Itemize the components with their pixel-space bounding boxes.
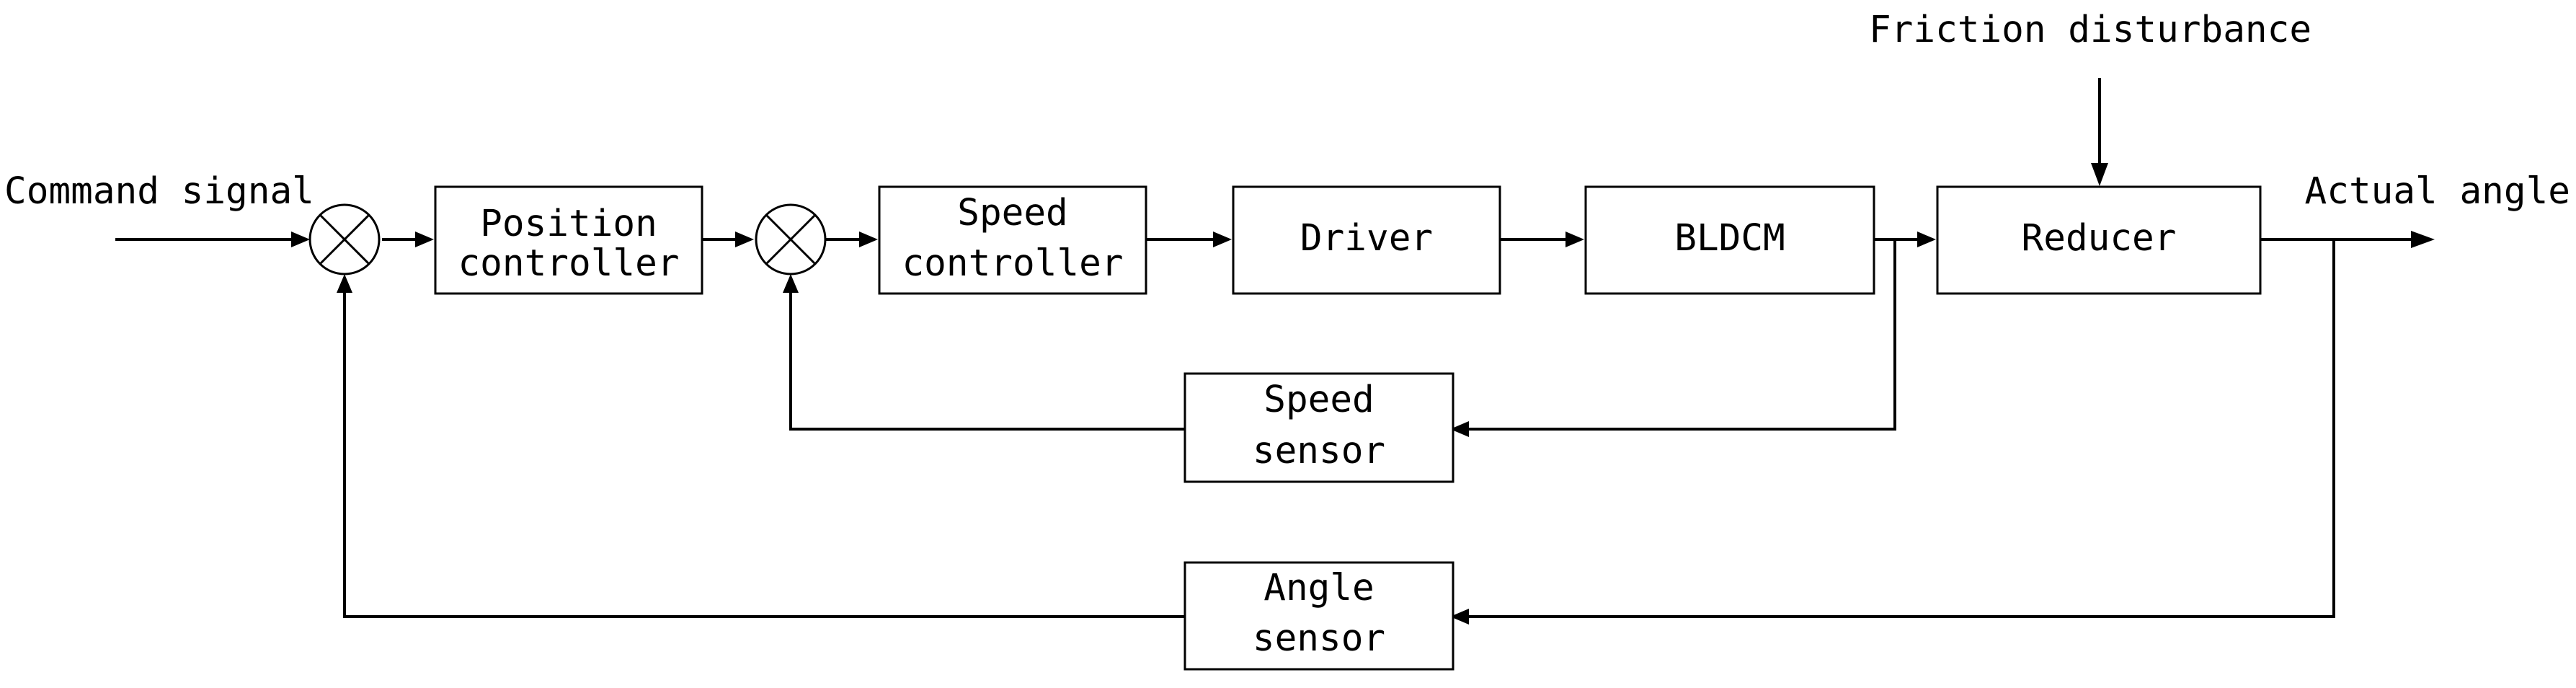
arrowhead-into-position-controller: [415, 231, 434, 247]
driver-label: Driver: [1300, 217, 1433, 260]
command-signal-label: Command signal: [4, 170, 314, 213]
arrowhead-into-bldcm: [1565, 231, 1584, 247]
wire-angle-sensor-to-sum1: [343, 290, 1185, 618]
reducer-block: Reducer: [1936, 185, 2262, 295]
arrowhead-disturbance: [2091, 163, 2108, 186]
speed-controller-label-line2: controller: [902, 242, 1123, 285]
signal-wires: [115, 78, 2413, 618]
arrowhead-output: [2411, 231, 2435, 248]
actual-angle-label: Actual angle: [2305, 170, 2570, 213]
summing-junction-1: [308, 203, 381, 275]
reducer-label: Reducer: [2022, 217, 2177, 260]
speed-sensor-label-line1: Speed: [1263, 379, 1374, 421]
wire-speed-feedback-pickoff: [1463, 239, 1896, 431]
arrowhead-into-sum1-bottom: [337, 274, 352, 293]
arrowhead-into-reducer: [1917, 231, 1936, 247]
angle-sensor-label-line1: Angle: [1263, 567, 1374, 609]
bldcm-block: BLDCM: [1584, 185, 1875, 295]
position-controller-label-line1: Position: [480, 203, 657, 245]
driver-block: Driver: [1232, 185, 1501, 295]
arrowhead-into-sum2-bottom: [783, 274, 799, 293]
friction-disturbance-label: Friction disturbance: [1869, 9, 2311, 51]
arrowhead-into-speed-controller: [859, 231, 878, 247]
speed-sensor-block: Speed sensor: [1183, 372, 1454, 483]
wire-angle-feedback-pickoff: [1463, 239, 2335, 618]
speed-controller-block: Speed controller: [878, 185, 1147, 295]
position-controller-label-line2: controller: [458, 242, 679, 285]
angle-sensor-block: Angle sensor: [1183, 561, 1454, 671]
speed-controller-label-line1: Speed: [957, 192, 1068, 234]
angle-sensor-label-line2: sensor: [1253, 617, 1385, 660]
arrowhead-into-sum2: [735, 231, 754, 247]
arrowhead-into-sum1: [291, 231, 310, 247]
bldcm-label: BLDCM: [1674, 217, 1785, 260]
speed-sensor-label-line2: sensor: [1253, 430, 1385, 472]
arrowhead-into-speed-sensor: [1450, 421, 1469, 437]
arrowhead-into-angle-sensor: [1450, 609, 1469, 625]
wire-speed-sensor-to-sum2: [789, 290, 1185, 431]
arrowhead-into-driver: [1213, 231, 1232, 247]
position-controller-block: Position controller: [434, 185, 703, 295]
summing-junction-2: [755, 203, 827, 275]
arrowheads: [291, 163, 2435, 625]
